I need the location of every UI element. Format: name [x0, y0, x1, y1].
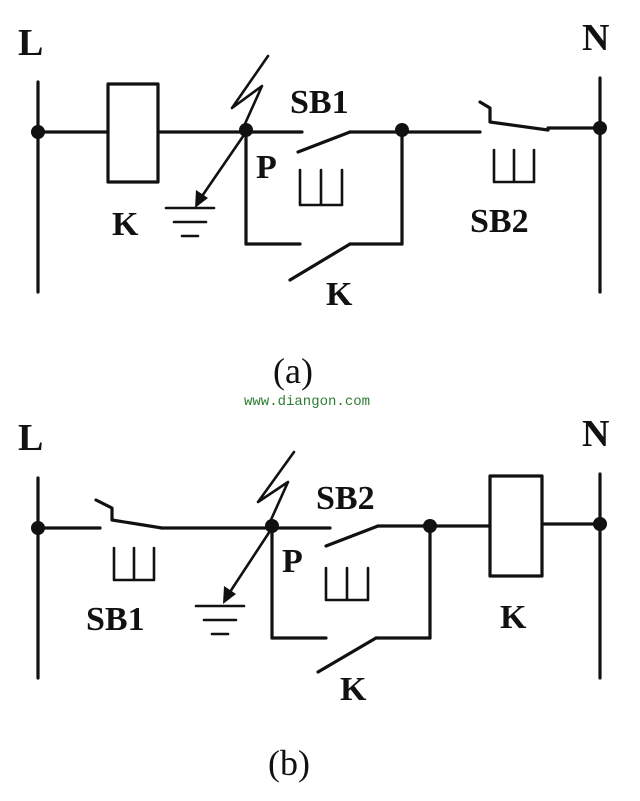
- diagram-a-junction: [593, 121, 607, 135]
- diagram-a-sb1-button-icon: [298, 168, 344, 207]
- diagram-a-ground-icon: [164, 206, 216, 238]
- diagram-a-relay-label: K: [112, 206, 139, 243]
- diagram-a-sb1-contact: [296, 130, 352, 154]
- diagram-b-contact-label: K: [340, 671, 367, 708]
- diagram-a-junction: [395, 123, 409, 137]
- diagram-b-caption: (b): [268, 743, 310, 783]
- diagram-b-node-label: P: [282, 543, 303, 580]
- diagram-b: L N SB2 P S: [18, 413, 609, 783]
- diagram-b-sb1-button-icon: [112, 546, 156, 582]
- diagram-b-junction: [31, 521, 45, 535]
- diagram-a-sb2-button-icon: [492, 148, 536, 184]
- diagram-a-sb2-contact: [478, 100, 550, 132]
- diagram-b-relay-coil: [488, 474, 544, 578]
- diagram-b-junction: [423, 519, 437, 533]
- diagram-a-relay-coil: [106, 82, 160, 184]
- diagram-b-ground-icon: [194, 604, 246, 636]
- diagram-a-junction: [31, 125, 45, 139]
- diagram-b-arrowhead-icon: [223, 586, 236, 604]
- diagram-a-caption: (a): [273, 351, 313, 391]
- diagram-b-junction: [593, 517, 607, 531]
- diagram-a-k-contact: [288, 242, 352, 282]
- diagram-a-arrowhead-icon: [195, 190, 208, 208]
- diagram-a-fault-arrow: [196, 130, 248, 204]
- diagram-a-neutral-label: N: [582, 17, 609, 59]
- diagram-b-k-contact: [316, 636, 378, 674]
- diagram-a-lightning-icon: [230, 54, 270, 128]
- watermark: www.diangon.com: [244, 394, 370, 410]
- diagram-b-sb1-label: SB1: [86, 601, 145, 638]
- diagram-a-sb2-label: SB2: [470, 203, 529, 240]
- diagram-b-neutral-label: N: [582, 413, 609, 455]
- diagram-b-lightning-icon: [256, 450, 296, 524]
- diagram-a: L N SB1 P K: [18, 17, 609, 391]
- diagram-a-node-label: P: [256, 149, 277, 186]
- diagram-a-sb1-label: SB1: [290, 84, 349, 121]
- diagram-b-line-label: L: [18, 417, 43, 459]
- diagram-b-junction: [265, 519, 279, 533]
- diagram-a-junction: [239, 123, 253, 137]
- diagram-b-relay-label: K: [500, 599, 527, 636]
- diagram-b-sb2-button-icon: [324, 566, 370, 602]
- diagram-b-sb1-contact: [94, 498, 164, 530]
- diagram-a-line-label: L: [18, 22, 43, 64]
- diagram-a-contact-label: K: [326, 276, 353, 313]
- diagram-b-sb2-contact: [324, 524, 380, 548]
- diagram-b-fault-arrow: [224, 526, 274, 600]
- diagram-b-sb2-label: SB2: [316, 480, 375, 517]
